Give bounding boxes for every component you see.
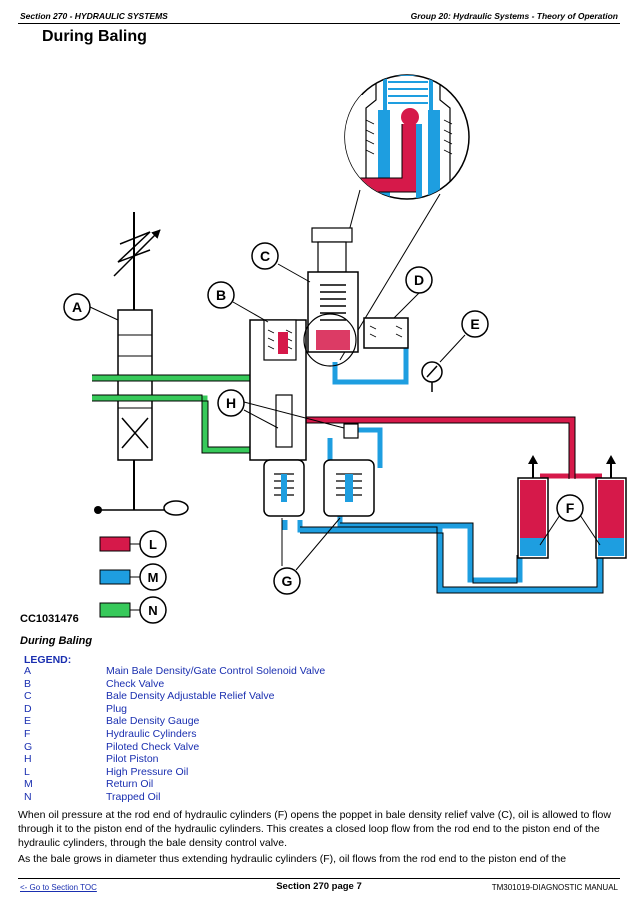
svg-text:C: C <box>260 248 270 264</box>
hydraulic-diagram: A B C D E F <box>63 74 627 624</box>
callouts: A B C D E F <box>63 242 601 595</box>
callout-g: G <box>273 517 341 595</box>
svg-text:E: E <box>470 316 479 332</box>
callout-d: D <box>393 266 433 319</box>
callout-e: E <box>439 310 489 363</box>
callout-h: H <box>217 389 345 429</box>
valve-block <box>249 227 409 517</box>
figure-id: CC1031476 <box>20 613 79 625</box>
section-header: Section 270 - HYDRAULIC SYSTEMS <box>20 11 168 21</box>
zoom-detail <box>319 74 470 361</box>
callout-c: C <box>251 242 311 283</box>
svg-text:H: H <box>226 395 236 411</box>
key-trapped: N <box>99 596 167 624</box>
svg-text:F: F <box>566 500 575 516</box>
footer-rule <box>18 878 620 879</box>
legend-title: LEGEND: <box>24 654 72 666</box>
svg-text:G: G <box>282 573 293 589</box>
oil-color-key: L M N <box>99 530 167 624</box>
figure-caption: During Baling <box>20 635 93 647</box>
key-high-pressure: L <box>99 530 167 558</box>
page-title: During Baling <box>42 28 147 45</box>
callout-a: A <box>63 293 119 321</box>
svg-text:A: A <box>72 299 82 315</box>
high-pressure-lines <box>297 338 602 479</box>
spool-valve-a <box>94 212 189 516</box>
svg-text:B: B <box>216 287 226 303</box>
cylinders-f <box>517 455 627 559</box>
gauge-e <box>421 361 443 392</box>
svg-text:M: M <box>148 570 159 585</box>
callout-f: F <box>539 494 601 546</box>
svg-text:N: N <box>148 603 157 618</box>
body-paragraph: When oil pressure at the rod end of hydr… <box>18 809 611 849</box>
svg-text:D: D <box>414 272 424 288</box>
key-return: M <box>99 563 167 591</box>
page-number: Section 270 page 7 <box>276 881 362 892</box>
section-toc-link[interactable]: <- Go to Section TOC <box>20 883 97 892</box>
svg-text:L: L <box>149 537 157 552</box>
group-header: Group 20: Hydraulic Systems - Theory of … <box>410 11 618 21</box>
header-rule <box>18 23 620 24</box>
body-paragraph: As the bale grows in diameter thus exten… <box>18 853 567 865</box>
callout-b: B <box>207 281 269 323</box>
manual-id: TM301019-DIAGNOSTIC MANUAL <box>491 883 618 892</box>
